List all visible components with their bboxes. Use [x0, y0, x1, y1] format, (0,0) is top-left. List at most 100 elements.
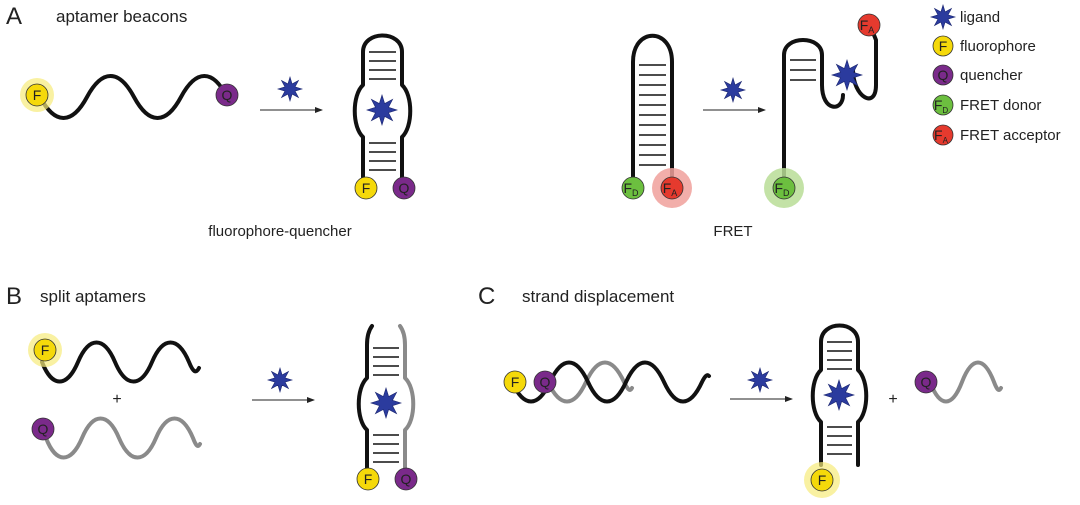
displacement-strand-gray — [546, 360, 634, 404]
svg-text:F: F — [364, 471, 373, 487]
fret-donor-icon — [932, 94, 954, 116]
svg-text:Q: Q — [921, 374, 932, 390]
fluorophore-marker: F — [33, 338, 57, 362]
fluorophore-label: F — [33, 87, 42, 103]
svg-text:FA: FA — [860, 17, 875, 35]
aptamer-strand — [44, 416, 202, 460]
svg-text:F: F — [41, 342, 50, 358]
fret-open-rungs — [790, 59, 816, 81]
plus-sign: + — [112, 391, 121, 408]
fret-caption: FRET — [713, 223, 752, 240]
fluorophore-icon — [932, 35, 954, 57]
displacement-strand-gray — [928, 360, 1003, 404]
svg-text:FD: FD — [774, 180, 790, 198]
legend-item-fret-acceptor: FA FRET acceptor — [932, 124, 1061, 146]
ligand-star-icon — [719, 76, 747, 104]
legend-label: fluorophore — [960, 38, 1036, 55]
svg-text:FA: FA — [663, 180, 678, 198]
quencher-marker: Q — [533, 370, 557, 394]
ligand-star-icon — [276, 75, 304, 103]
legend: ligand F fluorophore Q quencher FD FRET … — [929, 3, 1061, 146]
fret-acceptor-marker: FA — [857, 13, 881, 37]
panel-a: A aptamer beacons F Q — [6, 3, 881, 240]
bound-ligand-star-icon — [369, 386, 403, 420]
hairpin-strand — [810, 323, 869, 467]
split-fragment-fluorophore: F — [28, 333, 201, 384]
panel-b-title: split aptamers — [40, 287, 146, 306]
svg-text:FA: FA — [934, 127, 949, 145]
released-quencher-strand: Q — [914, 360, 1003, 404]
svg-text:F: F — [818, 472, 827, 488]
fret-open-strand — [782, 28, 878, 182]
svg-text:Q: Q — [938, 67, 949, 83]
fq-caption: fluorophore-quencher — [208, 223, 351, 240]
split-rungs — [373, 347, 399, 463]
quencher-icon — [932, 64, 954, 86]
fluorophore-marker: F — [354, 176, 378, 200]
duplex-unbound: F Q — [503, 360, 711, 404]
bound-ligand-star-icon — [830, 58, 864, 92]
fret-unbound-hairpin: FD FA — [621, 33, 692, 208]
svg-text:Q: Q — [540, 374, 551, 390]
fluorophore-marker: F — [356, 467, 380, 491]
quencher-marker: Q — [394, 467, 418, 491]
legend-item-ligand: ligand — [929, 3, 1000, 31]
bound-ligand-star-icon — [822, 378, 856, 412]
binding-arrow-a2 — [703, 76, 766, 113]
split-fragment-quencher: Q — [31, 416, 202, 460]
svg-text:F: F — [362, 180, 371, 196]
binding-arrow-b — [252, 366, 315, 403]
panel-c-title: strand displacement — [522, 287, 674, 306]
split-bound-complex: F Q — [356, 324, 418, 491]
ligand-star-icon — [746, 366, 774, 394]
bound-ligand-star-icon — [365, 93, 399, 127]
star-icon — [929, 3, 957, 31]
quencher-marker: Q — [31, 417, 55, 441]
fret-donor-marker: FD — [621, 176, 645, 200]
hairpin-rungs — [369, 51, 396, 171]
legend-item-fluorophore: F fluorophore — [932, 35, 1036, 57]
hairpin-rungs — [827, 341, 852, 455]
fret-bound-strand: FD FA — [764, 13, 881, 208]
panel-c-letter: C — [478, 283, 495, 310]
svg-text:Q: Q — [399, 180, 410, 196]
binding-arrow-c — [730, 366, 793, 402]
legend-label: quencher — [960, 67, 1023, 84]
fret-donor-marker: FD — [772, 176, 796, 200]
svg-text:FD: FD — [623, 180, 639, 198]
aptamer-strand — [38, 74, 229, 120]
split-strand-gray — [398, 324, 416, 472]
fluorophore-marker: F — [25, 83, 49, 107]
quencher-marker: Q — [392, 176, 416, 200]
aptamer-strand — [40, 340, 201, 384]
svg-text:Q: Q — [38, 421, 49, 437]
panel-c: C strand displacement F Q — [478, 283, 1003, 498]
displacement-bound-hairpin: F — [804, 323, 869, 498]
panel-b-letter: B — [6, 283, 22, 310]
quencher-marker: Q — [215, 83, 239, 107]
panel-b: B split aptamers F + Q — [6, 283, 418, 491]
quencher-marker: Q — [914, 370, 938, 394]
svg-text:F: F — [511, 374, 520, 390]
panel-a-title: aptamer beacons — [56, 7, 187, 26]
ligand-star-icon — [266, 366, 294, 394]
binding-arrow-a1 — [260, 75, 323, 113]
panel-a-letter: A — [6, 3, 22, 30]
legend-label: ligand — [960, 9, 1000, 26]
svg-text:Q: Q — [401, 471, 412, 487]
fret-acceptor-marker: FA — [660, 176, 684, 200]
plus-sign: + — [888, 391, 897, 408]
legend-item-fret-donor: FD FRET donor — [932, 94, 1041, 116]
legend-item-quencher: Q quencher — [932, 64, 1023, 86]
fret-acceptor-icon — [932, 124, 954, 146]
fq-unbound-aptamer: F Q — [20, 74, 239, 120]
fret-hairpin-strand — [631, 33, 674, 182]
legend-label: FRET donor — [960, 97, 1041, 114]
quencher-label: Q — [222, 87, 233, 103]
fq-bound-hairpin: F Q — [352, 33, 416, 200]
fluorophore-marker: F — [503, 370, 527, 394]
fluorophore-marker: F — [810, 468, 834, 492]
svg-text:FD: FD — [934, 97, 949, 115]
legend-label: FRET acceptor — [960, 127, 1061, 144]
